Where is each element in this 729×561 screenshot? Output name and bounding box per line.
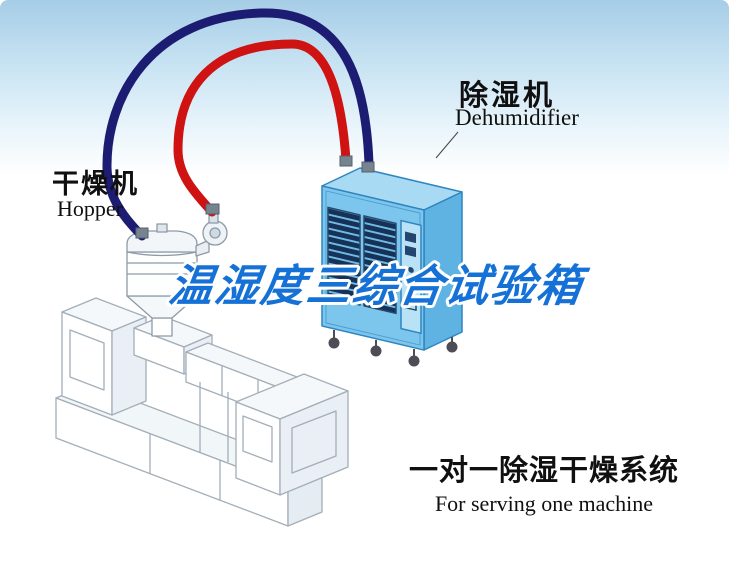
hose-fittings — [135, 155, 375, 239]
vent-panel-left — [327, 206, 361, 306]
extruder-cabinet-panel-front — [242, 415, 273, 463]
hopper-lid-seam — [126, 251, 198, 257]
blower-hub — [209, 227, 221, 239]
blue-hose — [102, 8, 374, 241]
watermark-text: 温湿度三综合试验箱 — [166, 261, 593, 312]
blower-duct — [195, 239, 210, 257]
hopper-label-cn: 干燥机 — [52, 169, 139, 199]
hopper-label-en: Hopper — [57, 196, 123, 221]
red-hose — [173, 39, 351, 217]
caster-wheels — [328, 330, 458, 367]
vent-panel-right — [363, 215, 397, 315]
extruder-base-seams — [149, 434, 221, 500]
dehumidifier-label-cn: 除湿机 — [459, 80, 556, 112]
dehumidifier-right-fitting — [361, 161, 375, 173]
hopper-lid-fitting — [135, 227, 149, 239]
extruder-gearbox-door — [69, 329, 105, 391]
dehumidifier-leader-line — [435, 131, 459, 159]
hopper-body-bands — [127, 262, 197, 275]
caption-cn: 一对一除湿干燥系统 — [408, 455, 679, 487]
hopper-lid-cap — [156, 223, 168, 233]
extruder-illustration — [55, 297, 349, 527]
dehumidifier-left-fitting — [339, 155, 353, 167]
control-switch — [405, 300, 417, 311]
dehumidifier-label-en: Dehumidifier — [455, 105, 579, 130]
extruder-cabinet-panel-side — [291, 410, 337, 474]
control-display-lower — [405, 245, 416, 258]
control-knob — [408, 267, 414, 273]
caption-en: For serving one machine — [434, 491, 654, 516]
hopper-illustration — [126, 211, 228, 337]
extruder-cabinet-side — [279, 390, 349, 496]
hopper-outlet-tube — [151, 317, 173, 337]
blower-fitting — [205, 203, 220, 215]
dehumidifier-illustration — [321, 167, 463, 367]
extruder-support-legs — [199, 382, 229, 462]
control-display-upper — [405, 231, 416, 244]
